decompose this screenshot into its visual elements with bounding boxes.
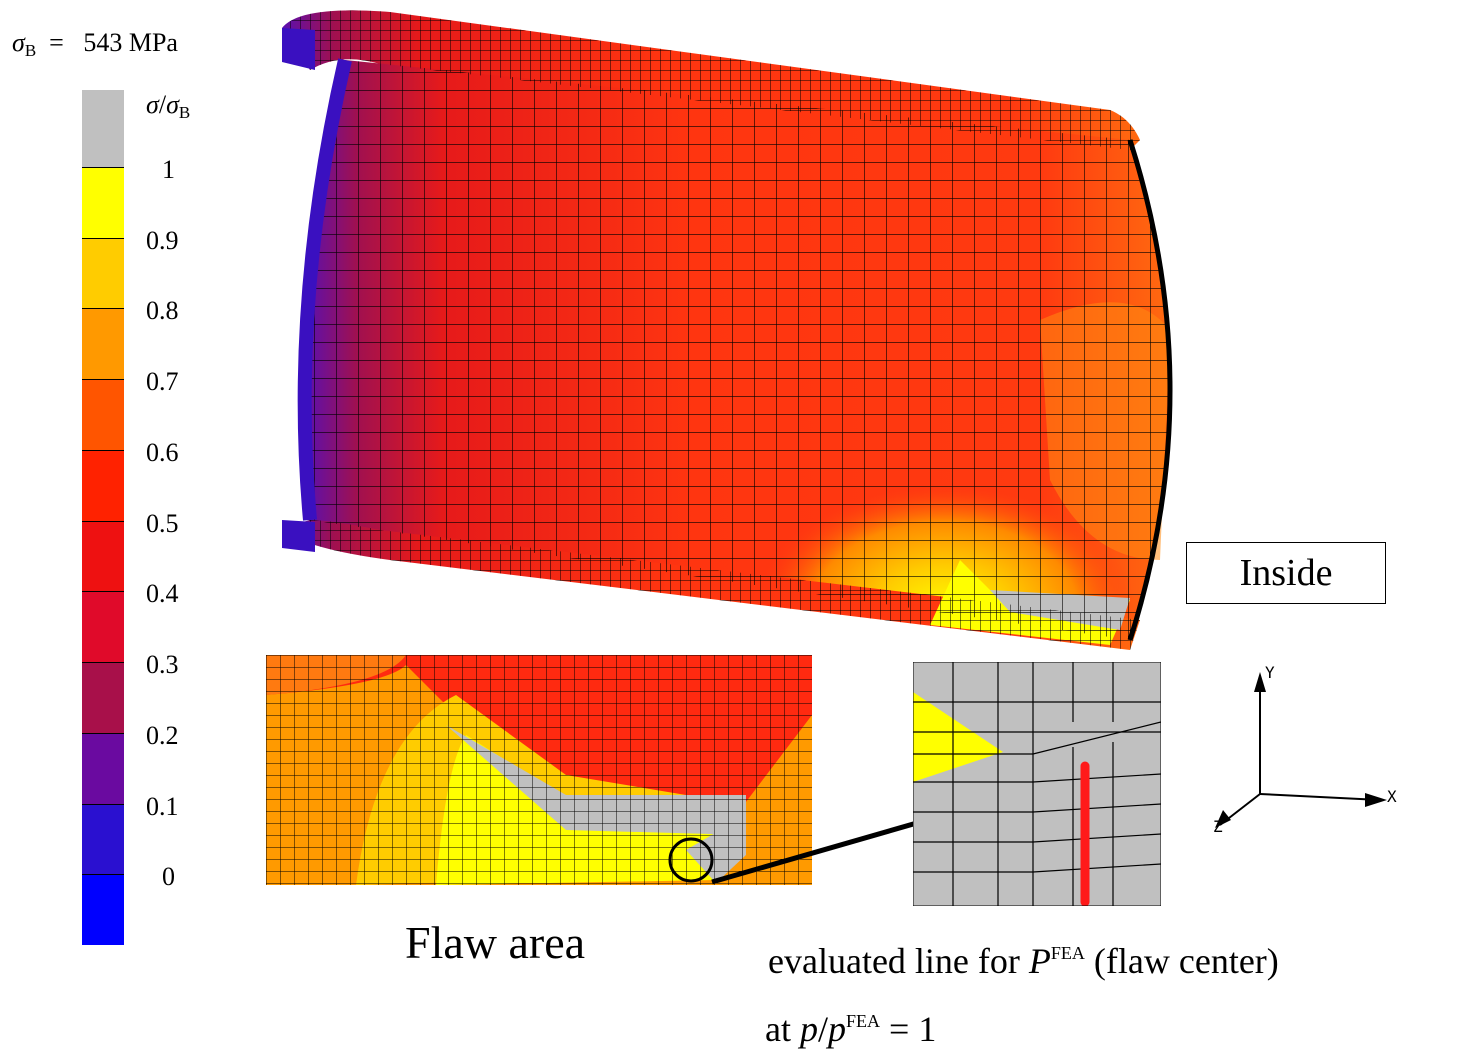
- colorbar-tick-mark: [82, 803, 124, 805]
- cond-prefix: at: [765, 1009, 800, 1049]
- colorbar-tick-mark: [82, 874, 124, 876]
- colorbar-segment: [82, 308, 124, 380]
- colorbar-tick-mark: [82, 520, 124, 522]
- colorbar-label-slash: /: [158, 90, 167, 119]
- colorbar-tick-mark: [82, 591, 124, 593]
- colorbar-segment: [82, 732, 124, 804]
- colorbar-tick-label: 0.9: [146, 225, 179, 255]
- flaw-detail-zoom: [913, 662, 1161, 906]
- colorbar-tick-mark: [82, 662, 124, 664]
- flaw-area-zoom: [266, 655, 812, 885]
- axis-x-label: X: [1387, 787, 1397, 806]
- inside-label: Inside: [1239, 552, 1333, 594]
- colorbar-label-sigma: σ: [146, 90, 159, 119]
- colorbar-tick-mark: [82, 732, 124, 734]
- colorbar-segment: [82, 662, 124, 733]
- colorbar-tick-label: 0.5: [146, 508, 179, 538]
- colorbar-segment: [82, 90, 124, 167]
- colorbar-tick-mark: [82, 308, 124, 310]
- inside-label-box: Inside: [1186, 542, 1386, 604]
- colorbar-label-sigma-b: σ: [166, 90, 179, 119]
- eval-P: P: [1028, 941, 1051, 981]
- colorbar-tick-label: 0.4: [146, 579, 179, 609]
- colorbar-segment: [82, 874, 124, 945]
- colorbar-tick-mark: [82, 237, 124, 239]
- colorbar-segment: [82, 379, 124, 450]
- pipe-model: [282, 10, 1173, 650]
- colorbar-label: σ/σB: [146, 90, 191, 122]
- colorbar-tick-label: 1: [162, 155, 175, 184]
- axis-y-label: Y: [1265, 663, 1275, 682]
- colorbar-tick-label: 0.7: [146, 367, 179, 397]
- cond-slash: /: [817, 1009, 828, 1049]
- eval-suffix: (flaw center): [1084, 941, 1279, 981]
- colorbar-tick-mark: [82, 449, 124, 451]
- axis-triad: Y X Z: [1213, 663, 1397, 836]
- colorbar-segment: [82, 449, 124, 521]
- equals-sign: =: [49, 28, 64, 57]
- colorbar-tick-label: 0: [162, 862, 175, 892]
- flaw-center-circle: [668, 837, 714, 883]
- colorbar-tick-label: 0.8: [146, 296, 179, 326]
- colorbar-tick-label: 0.1: [146, 791, 179, 821]
- colorbar-segment: [82, 167, 124, 238]
- flaw-area-label: Flaw area: [405, 917, 586, 968]
- colorbar-segment: [82, 237, 124, 309]
- sigma-b-value: 543 MPa: [83, 28, 178, 57]
- cond-p2: p: [828, 1009, 846, 1049]
- colorbar-segment: [82, 520, 124, 592]
- cond-sup: FEA: [846, 1011, 881, 1031]
- colorbar: [82, 90, 126, 945]
- eval-prefix: evaluated line for: [768, 941, 1029, 981]
- colorbar-tick-label: 0.6: [146, 437, 179, 467]
- colorbar-tick-mark: [82, 379, 124, 381]
- colorbar-tick-label: 0.2: [146, 720, 179, 750]
- colorbar-segment: [82, 803, 124, 875]
- colorbar-tick-mark: [82, 167, 124, 168]
- colorbar-tick-label: 0.3: [146, 650, 179, 680]
- colorbar-segments: [82, 90, 124, 945]
- colorbar-segment: [82, 591, 124, 663]
- sigma-b-title: σB = 543 MPa: [12, 28, 178, 61]
- cond-suffix: = 1: [880, 1009, 937, 1049]
- colorbar-label-sub: B: [178, 103, 191, 122]
- evaluated-line-label: evaluated line for PFEA (flaw center): [768, 940, 1279, 982]
- cond-p: p: [799, 1009, 818, 1049]
- axis-z-label: Z: [1213, 817, 1223, 836]
- condition-label: at p/pFEA = 1: [765, 1008, 936, 1050]
- sigma-symbol: σ: [12, 28, 25, 57]
- sigma-subscript: B: [24, 41, 37, 60]
- eval-sup: FEA: [1050, 943, 1085, 963]
